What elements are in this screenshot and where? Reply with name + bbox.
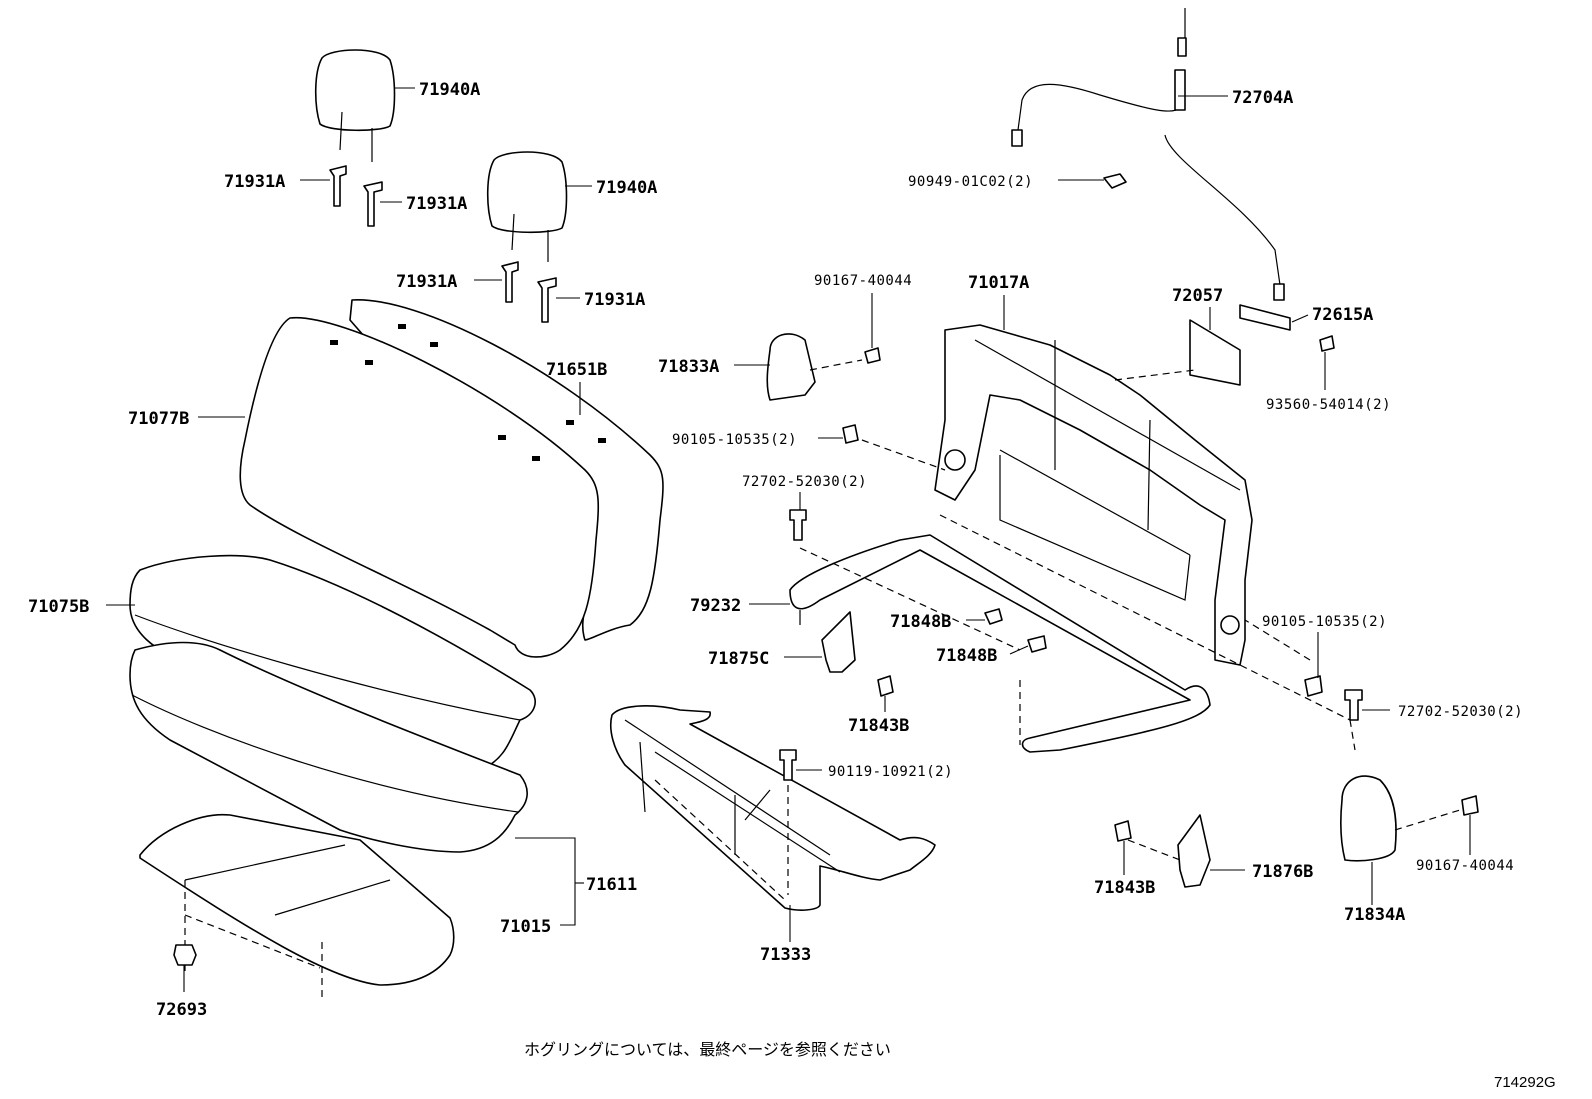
label-71931A-d: 71931A [584, 290, 645, 310]
release-cable-72704A [1011, 8, 1285, 301]
headrest-71940A-upper [314, 49, 396, 162]
label-90167-40044-b: 90167-40044 [1416, 858, 1514, 874]
bracket-71876B [1177, 814, 1211, 888]
label-71848B-b: 71848B [936, 646, 997, 666]
label-72615A: 72615A [1312, 305, 1373, 325]
headrest-71940A-lower [486, 151, 568, 262]
seat-back-clip-marks [330, 324, 606, 461]
label-72702-52030-a: 72702-52030(2) [742, 474, 867, 490]
label-93560-54014: 93560-54014(2) [1266, 397, 1391, 413]
label-72704A: 72704A [1232, 88, 1293, 108]
label-79232: 79232 [690, 596, 741, 616]
leader-lines [106, 87, 1471, 992]
label-71940A-upper: 71940A [419, 80, 480, 100]
label-71833A: 71833A [658, 357, 719, 377]
clip-72693 [173, 944, 197, 966]
seat-cushion-71075B [129, 554, 536, 773]
label-90105-10535-b: 90105-10535(2) [1262, 614, 1387, 630]
label-71077B: 71077B [128, 409, 189, 429]
label-72693: 72693 [156, 1000, 207, 1020]
label-90119-10921: 90119-10921(2) [828, 764, 953, 780]
cover-71833A [766, 333, 816, 401]
label-71843B-a: 71843B [848, 716, 909, 736]
label-90949-01C02: 90949-01C02(2) [908, 174, 1033, 190]
dashed-alignment [799, 359, 1461, 861]
label-71075B: 71075B [28, 597, 89, 617]
label-71848B-a: 71848B [890, 612, 951, 632]
label-71015: 71015 [500, 917, 551, 937]
bracket-71875C [821, 611, 856, 673]
cover-71834A [1339, 775, 1397, 862]
seat-pan-71015 [139, 813, 455, 998]
label-71940A-lower: 71940A [596, 178, 657, 198]
back-frame-71017A [934, 304, 1291, 666]
headrest-guides [329, 165, 557, 323]
back-lower-rail [789, 534, 1211, 753]
label-71651B: 71651B [546, 360, 607, 380]
seat-back-71077B [239, 316, 606, 658]
clips-71848B [984, 608, 1047, 653]
label-71017A: 71017A [968, 273, 1029, 293]
fasteners [779, 335, 1479, 842]
label-71333: 71333 [760, 945, 811, 965]
seat-cushion-71611 [129, 641, 528, 853]
label-71931A-a: 71931A [224, 172, 285, 192]
label-72702-52030-b: 72702-52030(2) [1398, 704, 1523, 720]
label-71611: 71611 [586, 875, 637, 895]
label-71931A-c: 71931A [396, 272, 457, 292]
footnote: ホグリングについては、最終ページを参照ください [524, 1040, 891, 1059]
label-90167-40044-a: 90167-40044 [814, 273, 912, 289]
label-71875C: 71875C [708, 649, 769, 669]
part-labels: 71940A 71931A 71931A 71940A 71931A 71931… [28, 80, 1523, 1020]
seat-frame-71333 [609, 705, 936, 911]
label-90105-10535-a: 90105-10535(2) [672, 432, 797, 448]
label-71931A-b: 71931A [406, 194, 467, 214]
label-71876B: 71876B [1252, 862, 1313, 882]
label-71834A: 71834A [1344, 905, 1405, 925]
label-71843B-b: 71843B [1094, 878, 1155, 898]
label-72057: 72057 [1172, 286, 1223, 306]
figure-number: 714292G [1494, 1074, 1556, 1091]
